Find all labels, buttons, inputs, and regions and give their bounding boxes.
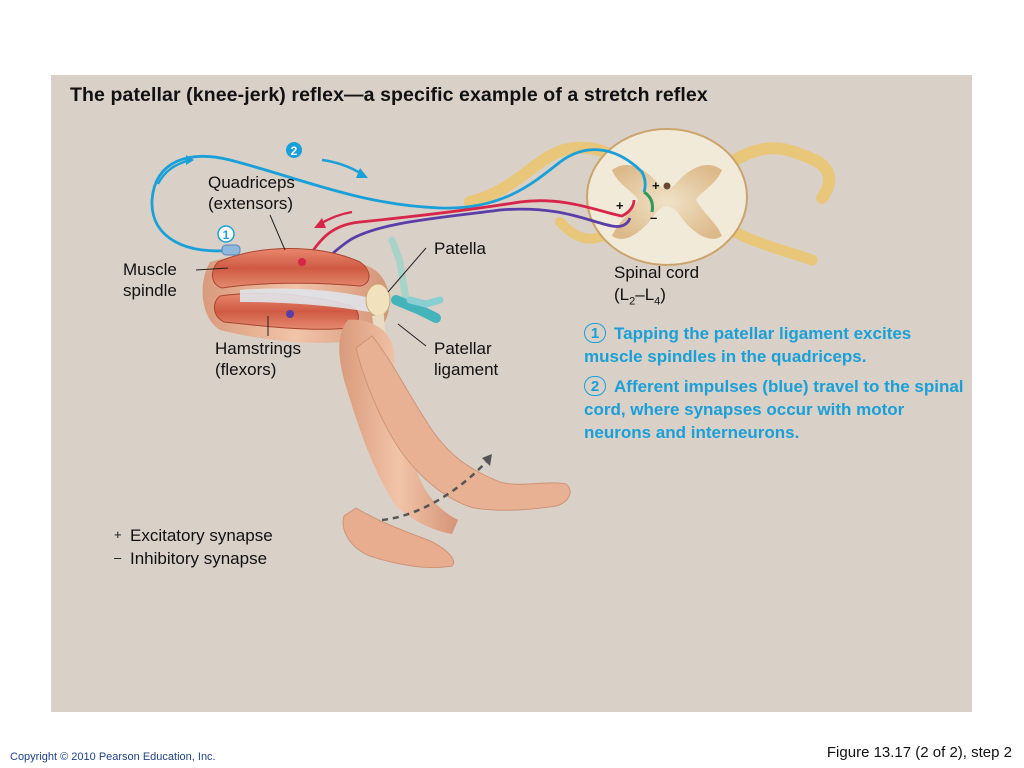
spinal-close: ) (660, 285, 666, 304)
synapse-plus-upper: + (652, 178, 660, 193)
diagram-step-2-text: 2 (291, 144, 298, 158)
label-hamstrings: Hamstrings (flexors) (215, 338, 301, 380)
spinal-sub-1: 2 (629, 295, 636, 308)
tendon (240, 288, 389, 314)
label-spinal-levels: (L2–L4) (614, 284, 699, 312)
legend-inhibitory: –Inhibitory synapse (114, 549, 267, 569)
quadriceps-muscle (212, 248, 370, 289)
synapse-ending-purple (286, 310, 294, 318)
leader-patellar-ligament (397, 323, 427, 347)
legend-excitatory-label: Excitatory synapse (130, 526, 273, 545)
figure-title: The patellar (knee-jerk) reflex—a specif… (70, 84, 708, 106)
muscle-spindle-marker (221, 244, 241, 256)
figure-caption: Figure 13.17 (2 of 2), step 2 (826, 744, 1012, 761)
diagram-step-1-text: 1 (223, 228, 230, 242)
reflex-hammer (388, 236, 444, 323)
motor-neuron-red (303, 199, 636, 263)
swing-arrow (381, 461, 487, 522)
label-patellar-ligament: Patellar ligament (434, 338, 498, 380)
diagram-step-marker-1: 1 (217, 225, 235, 243)
label-quadriceps: Quadriceps (extensors) (208, 172, 295, 214)
afferent-neuron-blue (150, 148, 647, 253)
label-quadriceps-line1: Quadriceps (208, 173, 295, 192)
foot (342, 507, 454, 568)
synapse-ending-red (298, 258, 306, 266)
leader-quadriceps (269, 214, 286, 251)
diagram-step-marker-2: 2 (286, 142, 302, 158)
legend-inhibitory-label: Inhibitory synapse (130, 549, 268, 568)
label-hamstrings-line1: Hamstrings (215, 339, 301, 358)
label-patella: Patella (434, 239, 486, 258)
spinal-open: (L (614, 285, 630, 304)
label-spinal-cord: Spinal cord (L2–L4) (614, 262, 699, 312)
arrow-afferent-2 (321, 158, 363, 176)
step-1-badge: 1 (584, 323, 606, 343)
label-spindle-line1: Muscle (123, 260, 177, 279)
label-muscle-spindle: Muscle spindle (123, 259, 177, 301)
label-spinal-cord-line1: Spinal cord (614, 263, 700, 282)
arrow-efferent (319, 210, 353, 226)
legend-minus-symbol: – (114, 550, 122, 565)
legend-plus-symbol: + (114, 527, 122, 542)
step-2-text: Afferent impulses (blue) travel to the s… (584, 377, 964, 442)
interneuron-green (643, 190, 654, 213)
spinal-nerve-right-lower (729, 226, 818, 266)
spinal-dash: –L (635, 285, 655, 304)
label-ligament-line1: Patellar (434, 339, 492, 358)
label-quadriceps-line2: (extensors) (208, 194, 294, 213)
leader-patella (387, 247, 427, 293)
copyright-text: Copyright © 2010 Pearson Education, Inc. (10, 751, 216, 763)
synapse-plus-left: + (616, 198, 624, 213)
spinal-cord-section (586, 128, 748, 266)
label-spindle-line2: spindle (123, 281, 177, 300)
label-ligament-line2: ligament (434, 360, 499, 379)
label-hamstrings-line2: (flexors) (215, 360, 277, 379)
leader-spindle (195, 267, 229, 271)
step-1-text: Tapping the patellar ligament excites mu… (584, 324, 912, 366)
step-2-badge: 2 (584, 376, 606, 396)
legend-excitatory: + Excitatory synapse (114, 526, 273, 546)
patella-bone (365, 283, 391, 317)
synapse-minus: – (650, 210, 657, 225)
spinal-nerve-right (729, 142, 836, 204)
spinal-sub-2: 4 (654, 295, 661, 308)
swinging-leg (355, 335, 571, 511)
gray-matter (612, 164, 722, 239)
